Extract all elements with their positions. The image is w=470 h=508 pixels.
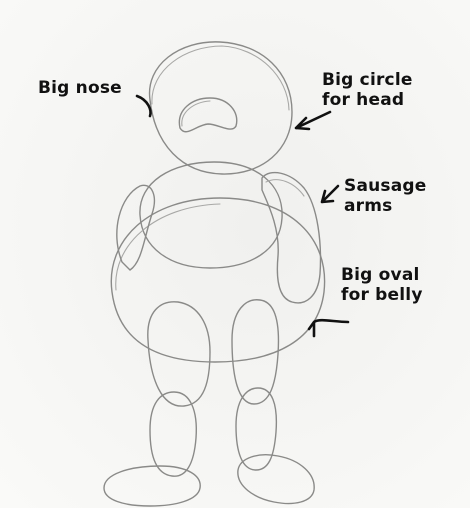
arrow-to-arms	[322, 186, 338, 202]
belly-oval	[111, 198, 324, 362]
left-leg-upper	[148, 302, 210, 406]
annotation-head-line2: for head	[322, 90, 413, 110]
arrow-to-belly	[309, 320, 348, 336]
nose-shape	[179, 98, 236, 132]
right-leg-lower	[236, 388, 276, 470]
annotation-belly-line1: Big oval	[341, 265, 423, 285]
arrow-to-head	[296, 112, 330, 129]
chest-oval	[140, 162, 282, 268]
annotation-arms: Sausage arms	[344, 176, 427, 216]
annotation-nose: Big nose	[38, 78, 122, 98]
head-circle	[150, 42, 292, 174]
annotation-arms-line1: Sausage	[344, 176, 427, 196]
annotation-head-line1: Big circle	[322, 70, 413, 90]
annotation-arms-line2: arms	[344, 196, 427, 216]
right-foot	[238, 455, 314, 504]
annotation-belly: Big oval for belly	[341, 265, 423, 305]
annotation-belly-line2: for belly	[341, 285, 423, 305]
arrow-to-nose	[137, 96, 150, 116]
annotation-head: Big circle for head	[322, 70, 413, 110]
annotation-nose-text: Big nose	[38, 78, 122, 98]
